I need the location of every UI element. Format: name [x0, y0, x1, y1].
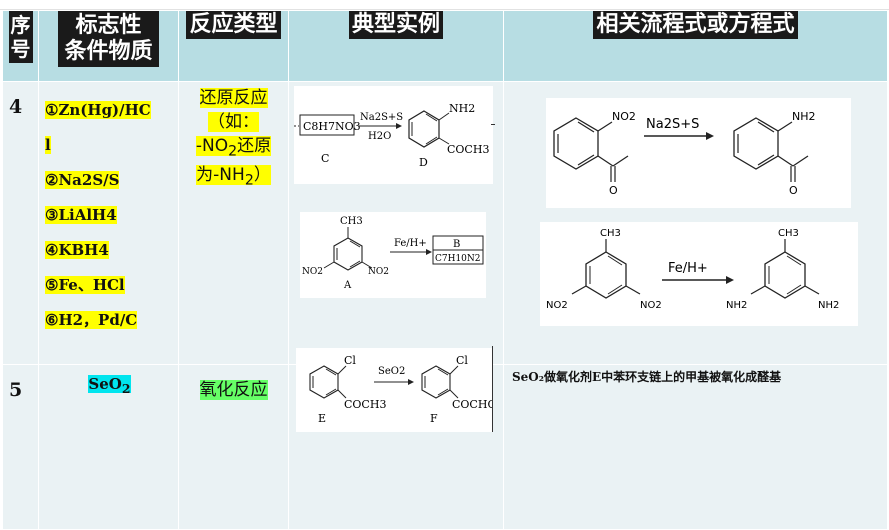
label-f: F — [430, 412, 438, 425]
label-a: A — [343, 280, 352, 291]
chloro-group: Cl — [456, 354, 468, 367]
example-e-to-f: Cl COCH3 E SeO2 Cl COCHO F — [296, 348, 496, 432]
reaction-type-cell: 还原反应 （如： -NO2还原 为-NH2） — [178, 81, 289, 365]
equation-dinitro-reduction: CH3 NO2 NO2 Fe/H+ CH3 NH2 NH2 — [540, 222, 858, 326]
product-acyl-group: COCHO — [452, 398, 492, 411]
condition-item: ⑤Fe、HCl — [45, 276, 125, 294]
header-number-line2: 号 — [10, 37, 31, 61]
methyl-group: CH3 — [600, 228, 621, 239]
methyl-group: CH3 — [340, 216, 363, 227]
equation-description: SeO₂做氧化剂E中苯环支链上的甲基被氧化成醛基 — [512, 370, 782, 384]
reaction-type-line: 还原反应 — [199, 88, 268, 108]
conditions-cell: ①Zn(Hg)/HC l ②Na2S/S ③LiAlH4 ④KBH4 ⑤Fe、H… — [38, 81, 179, 365]
header-conditions-line1: 标志性 — [75, 13, 142, 38]
header-cell-conditions: 标志性 条件物质 — [38, 10, 179, 82]
reagent-na2s: Na2S+S — [646, 117, 699, 132]
methyl-group: CH3 — [778, 228, 799, 239]
conditions-cell: SeO2 — [38, 364, 179, 530]
example-a-to-b: CH3 NO2 NO2 A Fe/H+ B C7H10N2 — [300, 212, 486, 298]
reaction-type-line: 为-NH2） — [196, 165, 271, 189]
equation-nitro-reduction: NO2 O Na2S+S NH2 O — [546, 98, 851, 208]
row-number: 5 — [2, 364, 39, 530]
label-c: C — [321, 152, 329, 165]
table-row: 5 SeO2 氧化反应 — [2, 364, 888, 530]
header-number-line1: 序 — [10, 13, 31, 37]
condition-item: ②Na2S/S — [45, 171, 120, 189]
product-formula: C7H10N2 — [435, 254, 481, 264]
reaction-type-line: （如： — [208, 112, 259, 132]
bracket-line — [492, 346, 493, 432]
amine-group: NH2 — [792, 110, 816, 123]
nitro-group-right: NO2 — [368, 267, 389, 277]
condition-item: l — [45, 136, 51, 154]
example-c-to-d: C8H7NO3 Na2S+S H2O C NH2 COCH3 D — [294, 86, 493, 184]
nitro-group: NO2 — [612, 110, 636, 123]
reactant-formula: C8H7NO3 — [303, 120, 361, 133]
reagent-bottom: H2O — [368, 131, 391, 142]
condition-item: ④KBH4 — [45, 241, 109, 259]
header-cell-equation: 相关流程式或方程式 — [503, 10, 888, 82]
chloro-group: Cl — [344, 354, 356, 367]
header-type: 反应类型 — [186, 11, 281, 39]
acyl-group: COCH3 — [344, 398, 386, 411]
nitro-group-right: NO2 — [640, 300, 662, 311]
condition-item: ①Zn(Hg)/HC — [45, 101, 151, 119]
dash-mark — [491, 124, 495, 125]
equation-cell — [503, 364, 888, 530]
header-cell-example: 典型实例 — [288, 10, 504, 82]
amine-group: NH2 — [449, 102, 475, 115]
label-d: D — [419, 156, 428, 169]
carbonyl-oxygen: O — [789, 184, 798, 197]
nitro-group-left: NO2 — [302, 267, 323, 277]
header-cell-number: 序 号 — [2, 10, 39, 82]
condition-item: ③LiAlH4 — [45, 206, 117, 224]
reaction-type-line: -NO2还原 — [195, 136, 272, 160]
reaction-type-line: 氧化反应 — [199, 380, 268, 400]
acyl-group: COCH3 — [447, 143, 489, 156]
label-b: B — [453, 239, 460, 250]
nitro-group-left: NO2 — [546, 300, 568, 311]
top-border — [0, 0, 889, 10]
header-row: 序 号 标志性 条件物质 反应类型 典型实例 相关流程式或方程式 — [2, 10, 888, 82]
condition-item: SeO2 — [88, 375, 131, 396]
amine-group-left: NH2 — [726, 300, 747, 311]
header-equation: 相关流程式或方程式 — [593, 11, 798, 39]
reaction-type-cell: 氧化反应 — [178, 364, 289, 530]
reagent-seo2: SeO2 — [378, 366, 405, 377]
reagent-fe: Fe/H+ — [668, 261, 708, 276]
amine-group-right: NH2 — [818, 300, 839, 311]
header-example: 典型实例 — [348, 11, 443, 39]
label-e: E — [318, 412, 326, 425]
header-conditions-line2: 条件物质 — [64, 39, 153, 64]
reagent-top: Na2S+S — [360, 112, 403, 123]
header-cell-type: 反应类型 — [178, 10, 289, 82]
condition-item: ⑥H2，Pd/C — [45, 311, 138, 329]
carbonyl-oxygen: O — [609, 184, 618, 197]
row-number: 4 — [2, 81, 39, 365]
reagent-fe: Fe/H+ — [394, 238, 427, 249]
